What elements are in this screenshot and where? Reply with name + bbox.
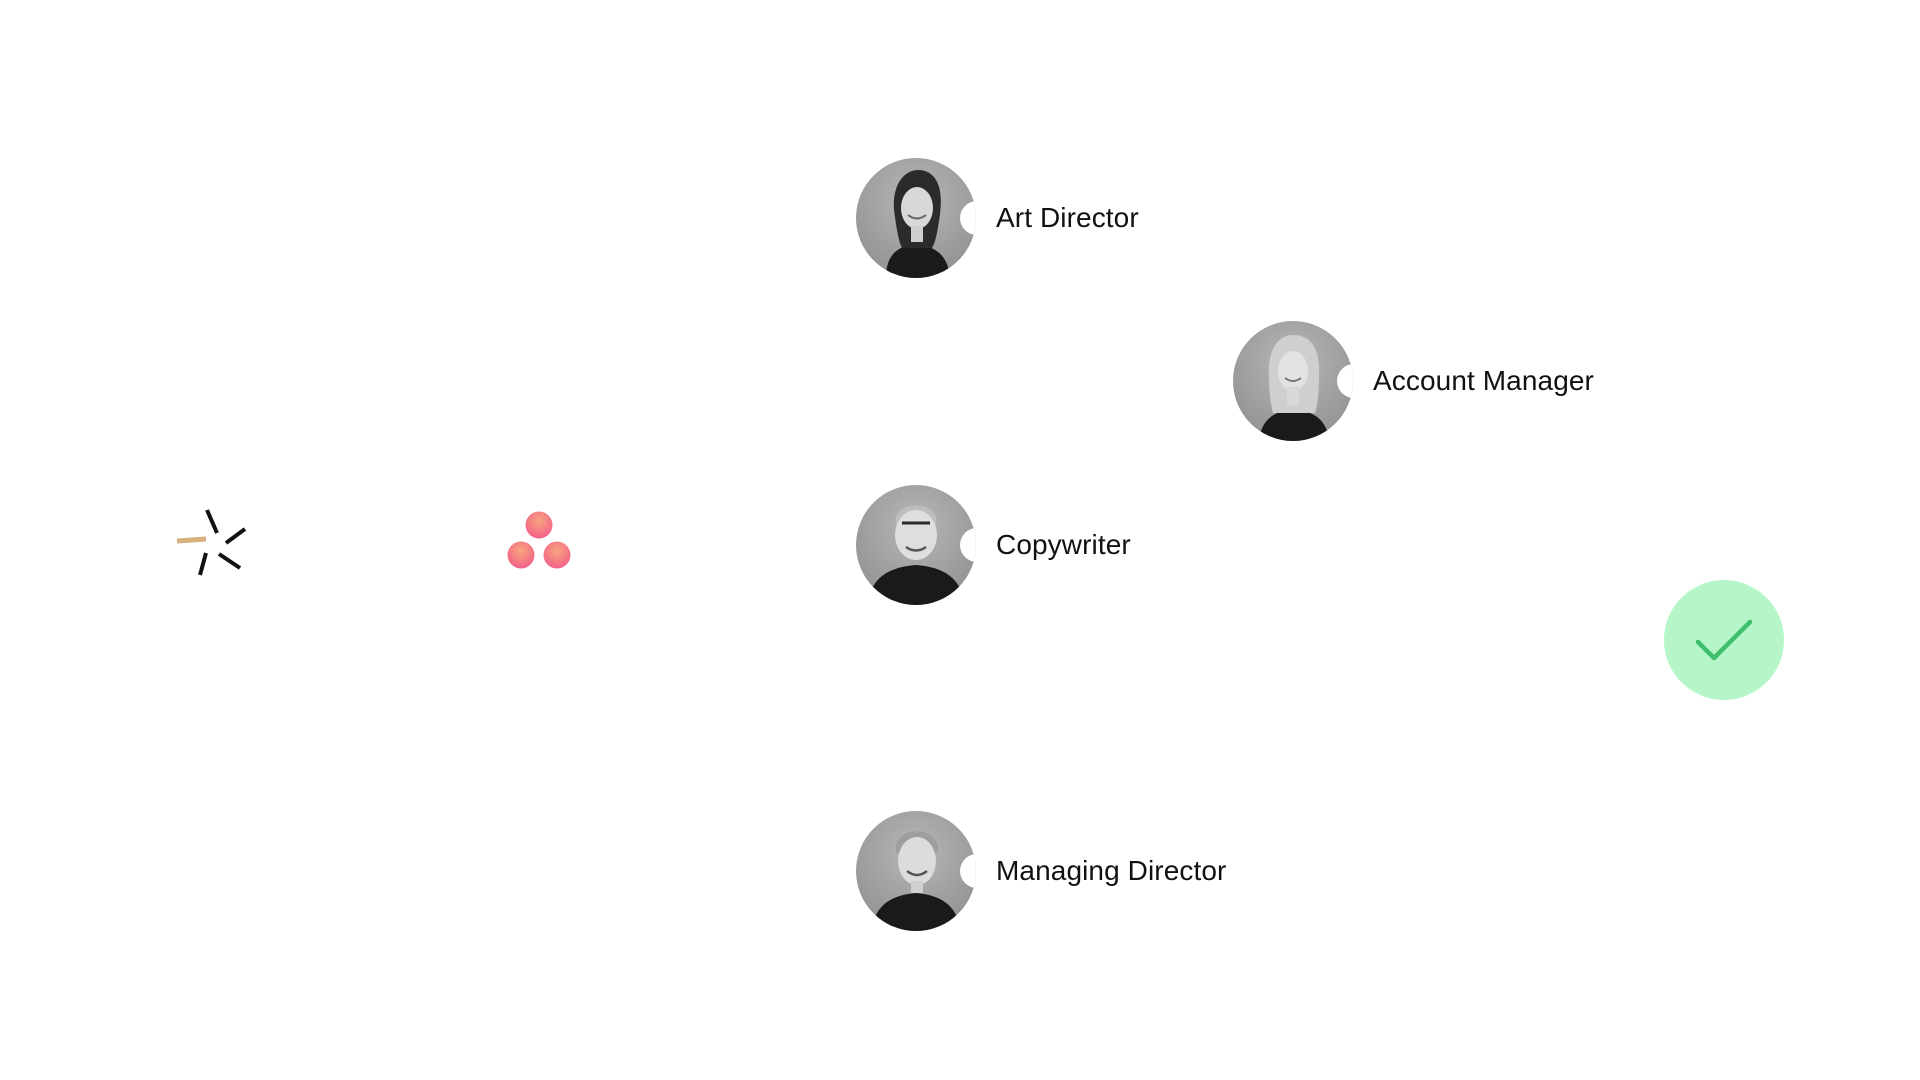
- role-account-manager: Account Manager: [1233, 321, 1594, 441]
- avatar: [856, 811, 976, 931]
- avatar: [856, 485, 976, 605]
- asana-logo-icon: [506, 510, 572, 576]
- avatar: [856, 158, 976, 278]
- role-label: Account Manager: [1373, 365, 1594, 396]
- role-copywriter: Copywriter: [856, 485, 1131, 605]
- avatar: [1233, 321, 1353, 441]
- spark-logo-icon: [174, 505, 250, 581]
- checkmark-icon: [1695, 619, 1753, 661]
- role-art-director: Art Director: [856, 158, 1139, 278]
- role-label: Art Director: [996, 202, 1139, 233]
- role-label: Managing Director: [996, 855, 1227, 886]
- role-managing-director: Managing Director: [856, 811, 1226, 931]
- role-label: Copywriter: [996, 529, 1131, 560]
- approved-status-badge: [1664, 580, 1784, 700]
